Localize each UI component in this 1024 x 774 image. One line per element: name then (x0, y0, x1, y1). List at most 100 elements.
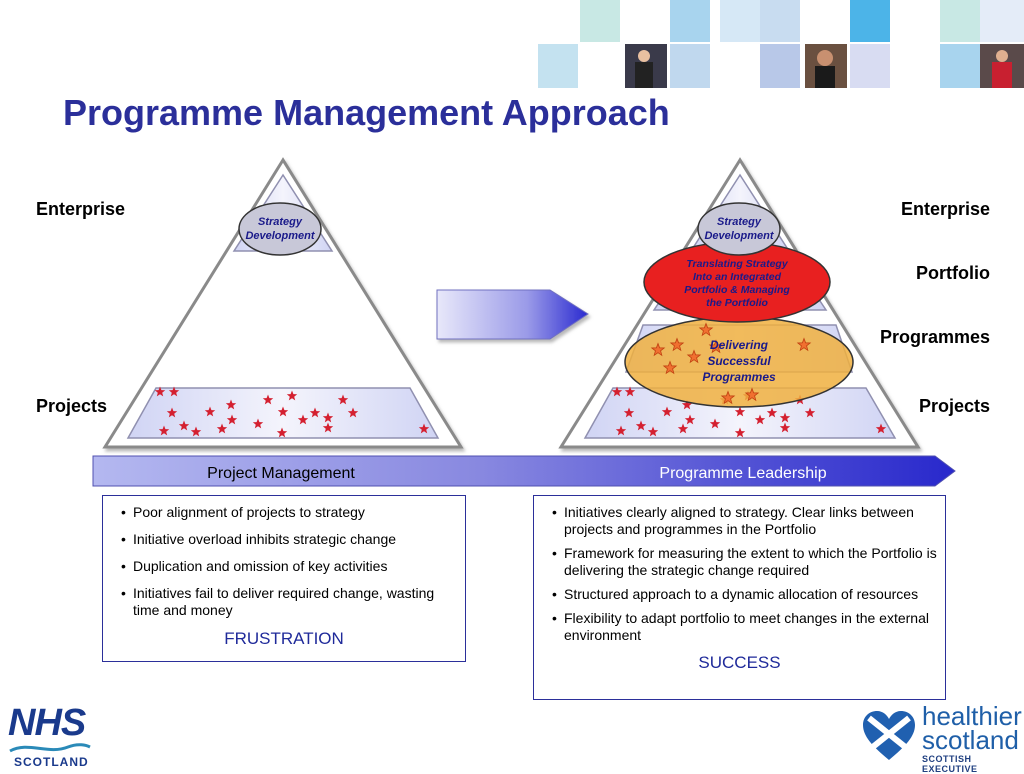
frustration-box: Poor alignment of projects to strategy I… (102, 495, 466, 662)
banner-right-text: Programme Leadership (659, 465, 826, 482)
star-icon (650, 342, 666, 357)
star-icon (754, 414, 766, 425)
right-strategy-text-2: Development (704, 230, 774, 242)
star-icon (677, 423, 689, 434)
star-icon (779, 412, 791, 423)
star-icon (698, 322, 714, 337)
nhs-scotland-logo: NHS SCOTLAND (8, 702, 100, 769)
left-strategy-text-1: Strategy (258, 216, 303, 228)
star-icon (322, 422, 334, 433)
right-projects-label: Projects (918, 396, 990, 416)
star-icon (779, 422, 791, 433)
star-icon (337, 394, 349, 405)
portfolio-oval-text-2: Into an Integrated (693, 271, 782, 283)
star-icon (875, 423, 887, 434)
transition-arrow (436, 289, 589, 340)
star-icon (154, 386, 166, 397)
healthier-scotland-logo: healthier scotland SCOTTISH EXECUTIVE (862, 701, 1024, 774)
star-icon (204, 406, 216, 417)
star-icon (276, 427, 288, 438)
star-icon (309, 407, 321, 418)
list-item: Initiatives fail to deliver required cha… (121, 585, 457, 619)
star-icon (168, 386, 180, 397)
star-icon (744, 387, 760, 402)
page-title: Programme Management Approach (63, 92, 670, 133)
star-icon (720, 390, 736, 405)
portfolio-oval-text-1: Translating Strategy (686, 258, 788, 270)
star-icon (766, 407, 778, 418)
portfolio-oval-text-3: Portfolio & Managing (684, 284, 790, 296)
star-icon (804, 407, 816, 418)
hs-logo-line2: scotland (922, 725, 1019, 755)
star-icon (297, 414, 309, 425)
star-icon (277, 406, 289, 417)
nhs-logo-text: NHS (8, 702, 86, 744)
nhs-logo-subtext: SCOTLAND (14, 755, 89, 769)
list-item: Initiative overload inhibits strategic c… (121, 531, 457, 548)
star-icon (686, 349, 702, 364)
list-item: Structured approach to a dynamic allocat… (552, 586, 937, 603)
star-icon (262, 394, 274, 405)
star-icon (158, 425, 170, 436)
star-icon (734, 406, 746, 417)
list-item: Flexibility to adapt portfolio to meet c… (552, 610, 937, 644)
list-item: Duplication and omission of key activiti… (121, 558, 457, 575)
right-strategy-oval (697, 202, 781, 256)
programmes-oval-text-3: Programmes (702, 370, 776, 384)
right-programmes-label: Programmes (879, 327, 990, 347)
star-icon (662, 360, 678, 375)
frustration-outcome: FRUSTRATION (224, 629, 344, 648)
star-icon (669, 337, 685, 352)
nhs-wave-icon (9, 743, 91, 753)
right-strategy-text-1: Strategy (717, 216, 762, 228)
success-list: Initiatives clearly aligned to strategy.… (542, 504, 937, 644)
star-icon (615, 425, 627, 436)
success-box: Initiatives clearly aligned to strategy.… (533, 495, 946, 700)
star-icon (647, 426, 659, 437)
star-icon (252, 418, 264, 429)
left-strategy-text-2: Development (245, 230, 315, 242)
left-projects-label: Projects (36, 396, 108, 416)
frustration-list: Poor alignment of projects to strategy I… (111, 504, 457, 619)
saltire-heart-icon (863, 711, 915, 760)
star-icon (347, 407, 359, 418)
programme-diagram: Strategy Development Strategy Developmen… (92, 157, 956, 487)
success-outcome: SUCCESS (698, 653, 781, 672)
right-portfolio-label: Portfolio (916, 263, 990, 283)
star-icon (635, 420, 647, 431)
star-icon (226, 414, 238, 425)
star-icon (225, 399, 237, 410)
star-icon (684, 414, 696, 425)
star-icon (709, 418, 721, 429)
programmes-oval-text-2: Successful (707, 354, 771, 368)
star-icon (216, 423, 228, 434)
star-icon (623, 407, 635, 418)
star-icon (734, 427, 746, 438)
star-icon (166, 407, 178, 418)
star-icon (178, 420, 190, 431)
programme-stars (650, 322, 812, 405)
star-icon (611, 386, 623, 397)
star-icon (418, 423, 430, 434)
hs-logo-subtext: SCOTTISH EXECUTIVE (922, 754, 978, 774)
star-icon (624, 386, 636, 397)
list-item: Framework for measuring the extent to wh… (552, 545, 937, 579)
star-icon (661, 406, 673, 417)
left-project-stars (154, 386, 430, 438)
star-icon (681, 399, 693, 410)
header-mosaic (538, 0, 1024, 88)
hs-logo-line1: healthier (922, 701, 1022, 731)
leadership-banner (92, 455, 956, 487)
star-icon (286, 390, 298, 401)
left-strategy-oval (238, 202, 322, 256)
star-icon (708, 339, 724, 354)
list-item: Initiatives clearly aligned to strategy.… (552, 504, 937, 538)
star-icon (322, 412, 334, 423)
programmes-oval-text-1: Delivering (710, 338, 769, 352)
left-enterprise-label: Enterprise (36, 199, 126, 219)
portfolio-oval-text-4: the Portfolio (706, 297, 768, 309)
star-icon (190, 426, 202, 437)
list-item: Poor alignment of projects to strategy (121, 504, 457, 521)
banner-left-text: Project Management (207, 465, 355, 482)
right-enterprise-label: Enterprise (900, 199, 990, 219)
